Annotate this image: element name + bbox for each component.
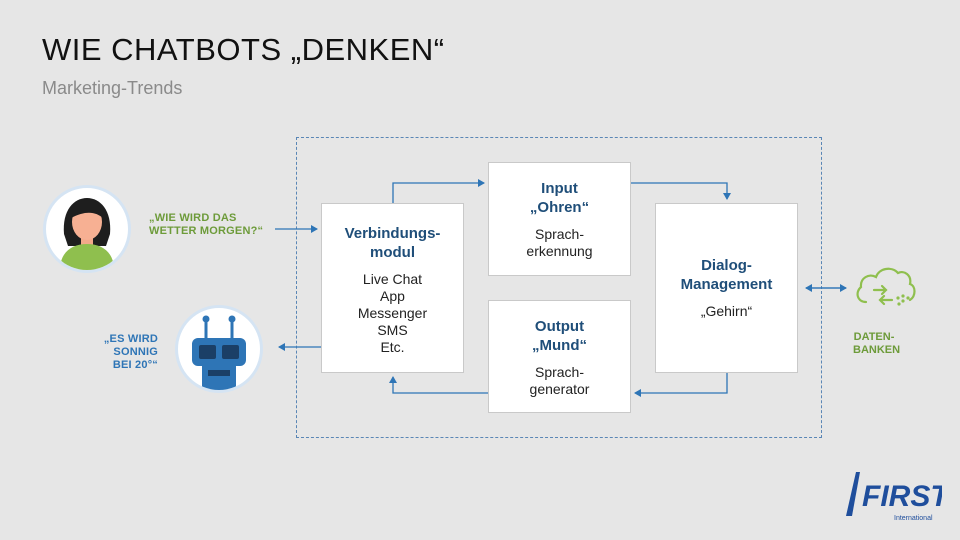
output-title-1: Output: [534, 318, 585, 335]
channel-item: Messenger: [357, 305, 428, 321]
verbindungsmodul-box: Verbindungs- modul Live Chat App Messeng…: [321, 203, 464, 373]
input-body-1: Sprach-: [534, 226, 585, 242]
dialog-body: „Gehirn“: [700, 303, 753, 319]
robot-icon: [175, 305, 263, 393]
channel-item: SMS: [377, 322, 408, 338]
channel-item: Live Chat: [362, 271, 423, 287]
database-label-line: DATEN-: [853, 331, 895, 343]
user-quote-line: WETTER MORGEN?“: [149, 225, 264, 237]
cloud-database-icon: [856, 267, 916, 306]
input-box: Input „Ohren“ Sprach- erkennung: [488, 162, 631, 276]
input-body-2: erkennung: [526, 243, 593, 259]
output-body-1: Sprach-: [534, 364, 585, 380]
dialog-title-1: Dialog-: [701, 257, 752, 274]
dialog-management-box: Dialog- Management „Gehirn“: [655, 203, 798, 373]
first-international-logo: FIRST International: [836, 466, 951, 524]
user-question-quote: „WIE WIRD DAS WETTER MORGEN?“: [149, 212, 263, 238]
logo-subtext: International: [894, 515, 933, 522]
slide-title: WIE CHATBOTS „DENKEN“: [42, 32, 445, 67]
logo-text: FIRST: [862, 480, 942, 513]
database-label-line: BANKEN: [853, 344, 901, 356]
channel-item: App: [380, 288, 405, 304]
output-box: Output „Mund“ Sprach- generator: [488, 300, 631, 413]
slide-subtitle: Marketing-Trends: [42, 78, 183, 98]
input-title-1: Input: [541, 180, 578, 197]
verbindung-title-1: Verbindungs-: [344, 225, 441, 242]
bot-quote-line: BEI 20°“: [112, 359, 158, 371]
bot-answer-quote: „ES WIRD SONNIG BEI 20°“: [62, 333, 158, 372]
output-title-2: „Mund“: [532, 337, 587, 354]
person-avatar-icon: [43, 185, 131, 273]
verbindung-title-2: modul: [370, 244, 415, 261]
bot-quote-line: „ES WIRD SONNIG: [103, 333, 158, 358]
output-body-2: generator: [529, 381, 590, 397]
dialog-title-2: Management: [680, 276, 773, 293]
channel-item: Etc.: [380, 339, 405, 355]
user-quote-line: „WIE WIRD DAS: [149, 212, 237, 224]
database-label: DATEN- BANKEN: [853, 331, 901, 357]
input-title-2: „Ohren“: [529, 199, 590, 216]
